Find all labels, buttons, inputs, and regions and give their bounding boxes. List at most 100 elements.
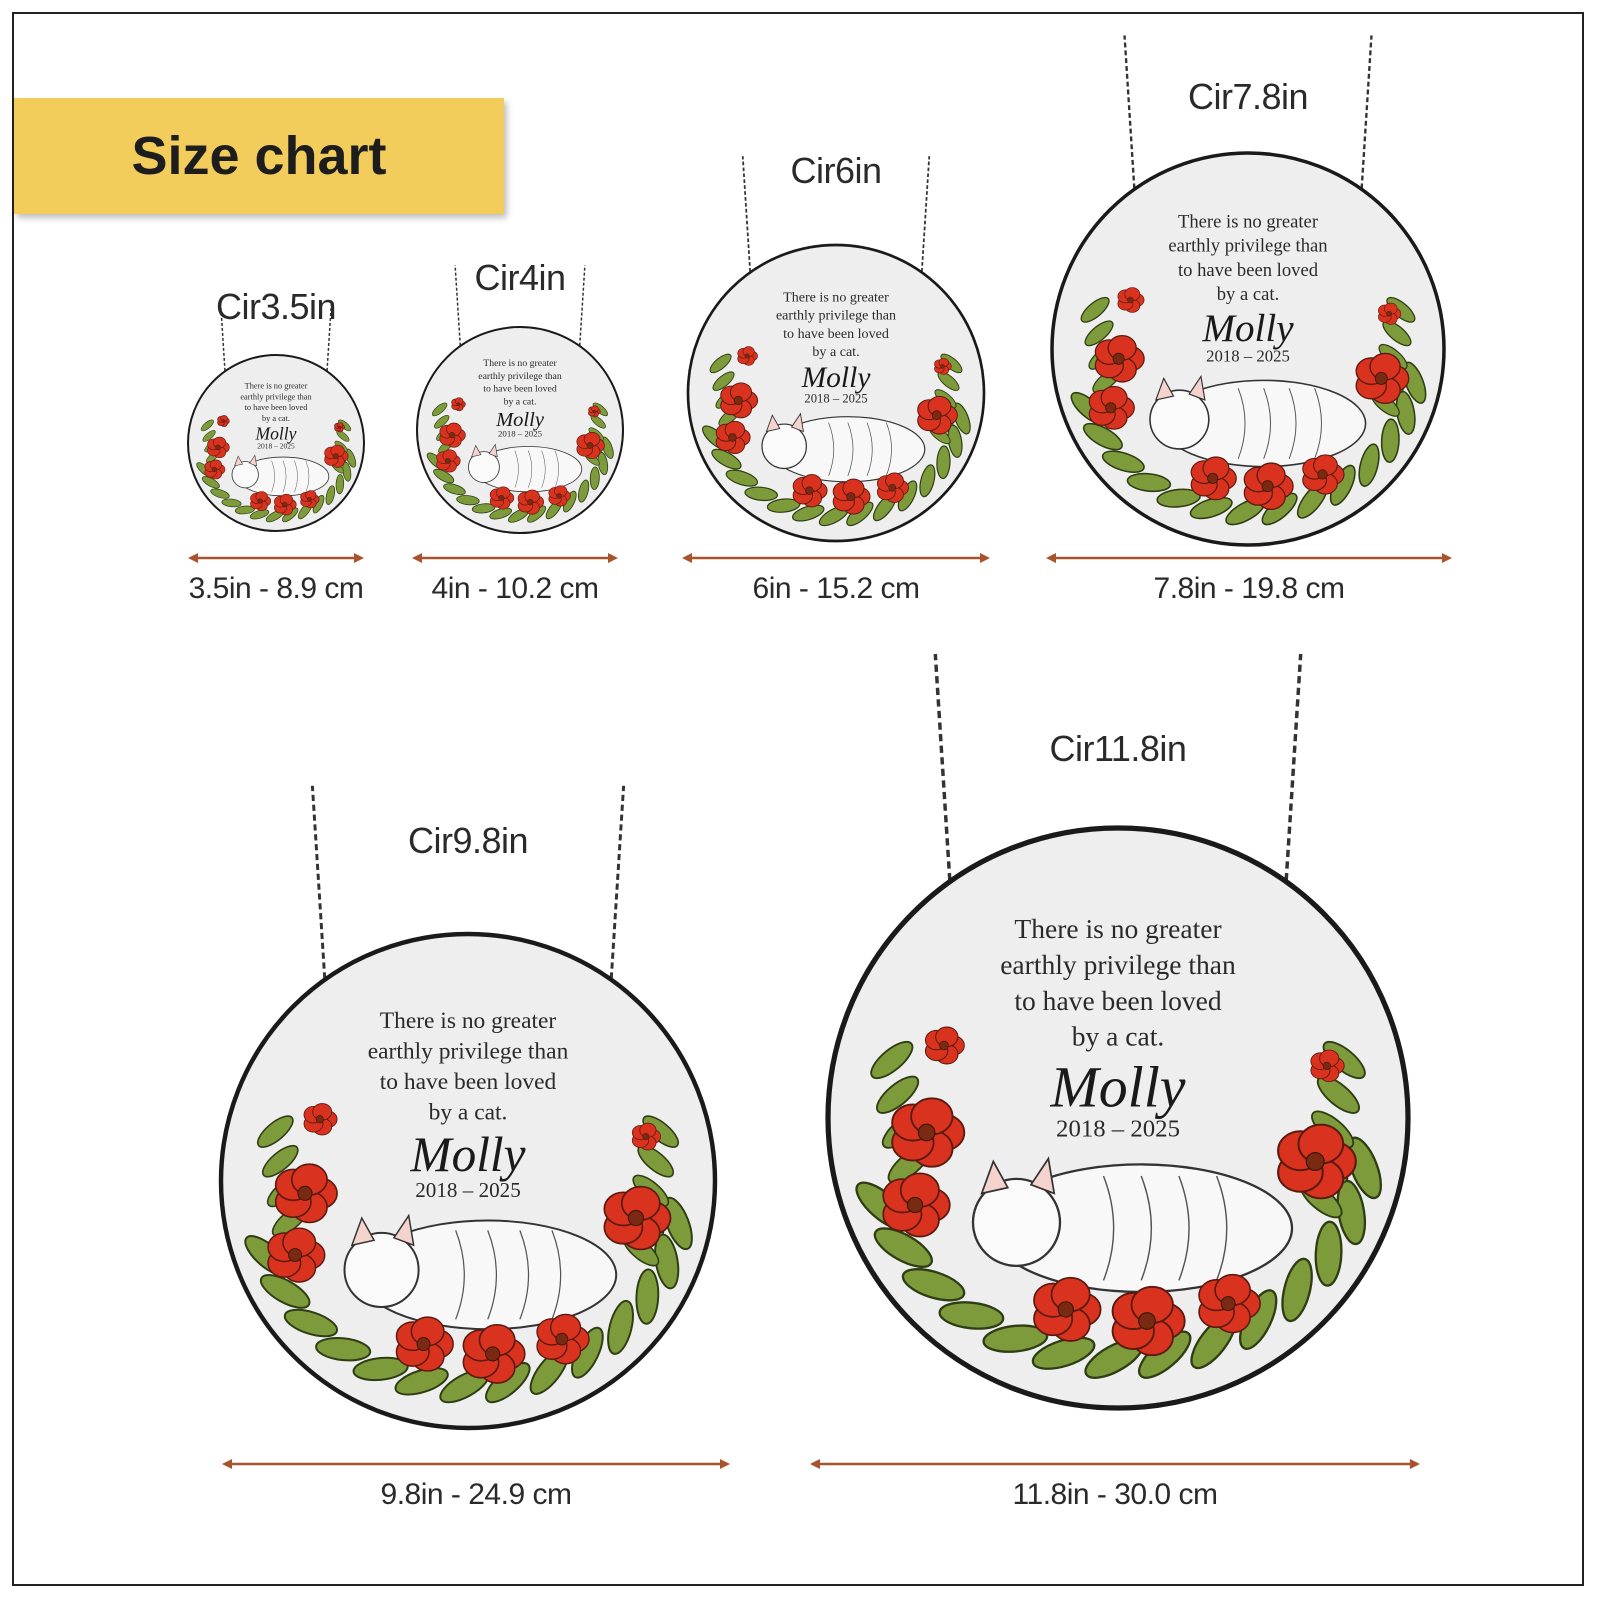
- leaf: [870, 1040, 914, 1080]
- leaf: [443, 483, 466, 496]
- leaf: [283, 1308, 338, 1338]
- leaf: [791, 504, 825, 522]
- quote-line: by a cat.: [504, 396, 537, 407]
- pet-name: Molly: [410, 1127, 526, 1182]
- leaf: [635, 1268, 660, 1325]
- leaf: [589, 466, 600, 490]
- quote-line: by a cat.: [1217, 284, 1280, 305]
- pet-years: 2018 – 2025: [257, 442, 295, 451]
- leaf: [335, 474, 345, 495]
- leaf: [1281, 1257, 1313, 1323]
- poppy-flower: [1088, 385, 1135, 430]
- poppy-cluster: [715, 346, 958, 515]
- leaf: [1031, 1336, 1096, 1370]
- leaf: [489, 507, 512, 520]
- poppy-flower: [436, 449, 461, 473]
- leaf: [936, 445, 951, 480]
- poppy-flower: [1243, 462, 1294, 510]
- quote-line: earthly privilege than: [776, 308, 896, 324]
- size-label-cir4: Cir4in: [474, 257, 566, 298]
- poppy-bud: [934, 357, 952, 375]
- dimension-arrow-cir11-8: [810, 1459, 1420, 1469]
- poppy-cluster: [882, 1026, 1357, 1357]
- quote-line: to have been loved: [380, 1069, 557, 1095]
- quote-line: to have been loved: [245, 403, 309, 412]
- poppy-flower: [267, 1227, 326, 1283]
- poppy-flower: [324, 444, 349, 468]
- leaf: [221, 498, 242, 508]
- poppy-flower: [517, 489, 545, 515]
- leaf: [433, 468, 455, 484]
- poppy-flower: [536, 1313, 590, 1365]
- quote-line: earthly privilege than: [368, 1038, 569, 1064]
- leaf: [901, 1268, 966, 1302]
- poppy-flower: [250, 491, 272, 511]
- leaf: [256, 1115, 294, 1148]
- poppy-bud: [924, 1026, 965, 1065]
- leaf: [1314, 1220, 1343, 1287]
- poppy-flower: [1302, 454, 1345, 495]
- leaf: [434, 414, 450, 429]
- poppy-flower: [832, 478, 871, 515]
- poppy-flower: [576, 431, 605, 459]
- quote-line: earthly privilege than: [478, 371, 562, 382]
- quote-line: There is no greater: [1014, 913, 1221, 944]
- poppy-bud: [1310, 1049, 1345, 1083]
- dimension-label-cir7-8: 7.8in - 19.8 cm: [1153, 572, 1345, 605]
- chain-right: [578, 265, 586, 346]
- pet-name: Molly: [1201, 307, 1294, 350]
- poppy-bud: [334, 422, 345, 433]
- leaf: [315, 1337, 372, 1362]
- poppy-flower: [603, 1185, 672, 1251]
- chain-left: [219, 302, 226, 371]
- chain-right: [1360, 35, 1373, 189]
- pet-name: Molly: [495, 409, 545, 431]
- poppy-flower: [439, 422, 466, 448]
- poppy-flower: [207, 436, 230, 459]
- leaf: [938, 1301, 1005, 1330]
- dimension-label-cir9-8: 9.8in - 24.9 cm: [380, 1478, 572, 1511]
- poppy-flower: [1355, 352, 1410, 405]
- leaf: [432, 402, 448, 417]
- poppy-cluster: [436, 397, 605, 515]
- sleeping-cat: [1149, 374, 1367, 468]
- poppy-flower: [876, 472, 909, 503]
- leaf: [1126, 472, 1172, 493]
- leaf: [982, 1324, 1049, 1353]
- ornament-cir6: There is no greater earthly privilege tha…: [686, 156, 986, 543]
- dimension-arrow-cir9-8: [222, 1459, 730, 1469]
- leaf: [259, 1274, 311, 1309]
- poppy-flower: [274, 1163, 338, 1224]
- leaf: [876, 1075, 920, 1114]
- pet-years: 2018 – 2025: [804, 391, 867, 405]
- poppy-bud: [588, 405, 601, 418]
- chain-right: [609, 785, 626, 979]
- leaf: [578, 479, 590, 503]
- poppy-flower: [1094, 335, 1145, 383]
- leaf: [1084, 320, 1114, 347]
- poppy-flower: [720, 382, 759, 419]
- size-label-cir6: Cir6in: [790, 150, 882, 191]
- dimension-arrow-cir6: [682, 553, 990, 563]
- poppy-flower: [1033, 1276, 1102, 1342]
- leaf: [709, 353, 732, 374]
- sleeping-cat: [971, 1156, 1294, 1294]
- leaf: [744, 486, 778, 502]
- poppy-bud: [303, 1103, 338, 1136]
- dimension-arrow-cir3-5: [188, 553, 364, 563]
- quote-line: There is no greater: [783, 289, 889, 305]
- poppy-flower: [917, 395, 958, 435]
- poppy-flower: [1111, 1285, 1186, 1357]
- leaf: [210, 488, 230, 499]
- chain-left: [933, 653, 952, 881]
- pet-years: 2018 – 2025: [498, 429, 543, 439]
- poppy-flower: [1198, 1273, 1261, 1334]
- poppy-flower: [792, 474, 828, 508]
- poppy-bud: [1378, 302, 1402, 325]
- quote-line: to have been loved: [1014, 985, 1222, 1016]
- poppy-flower: [891, 1097, 966, 1168]
